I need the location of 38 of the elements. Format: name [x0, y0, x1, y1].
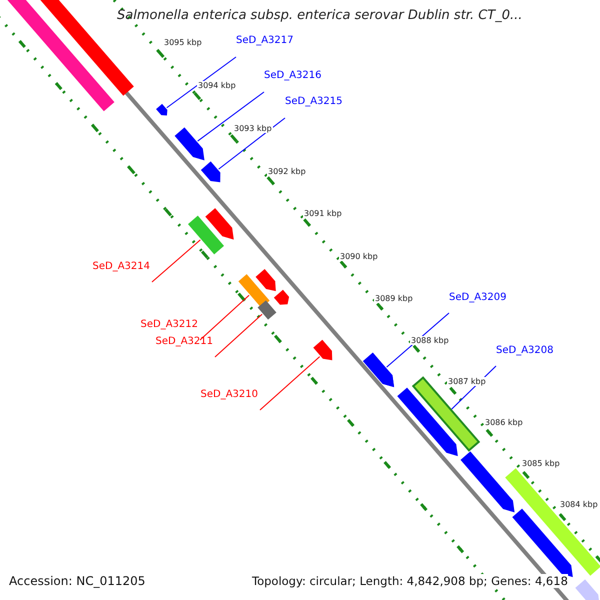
gene-label: SeD_A3217 — [236, 35, 294, 46]
leader-line — [197, 92, 264, 142]
gene-block — [156, 104, 168, 116]
gene-block — [188, 216, 224, 254]
gene-block — [238, 274, 270, 308]
scale-label: 3088 kbp — [410, 336, 450, 345]
scale-label: 3086 kbp — [484, 418, 524, 427]
leader-line — [218, 118, 286, 170]
leader-line — [260, 356, 320, 410]
leader-line — [166, 56, 236, 108]
scale-label: 3095 kbp — [163, 38, 203, 47]
scale-label: 3085 kbp — [521, 459, 561, 468]
scale-label: 3089 kbp — [374, 294, 414, 303]
scale-label: 3090 kbp — [339, 252, 379, 261]
scale-label: 3094 kbp — [197, 81, 237, 90]
genome-info-text: Topology: circular; Length: 4,842,908 bp; Genes: 4,618 — [252, 574, 568, 588]
gene-label: SeD_A3211 — [156, 336, 213, 347]
gene-label: SeD_A3208 — [496, 345, 554, 356]
scale-label: 3084 kbp — [559, 500, 599, 509]
gene-label: SeD_A3209 — [449, 292, 506, 303]
gene-label: SeD_A3216 — [264, 70, 322, 81]
gene-block — [174, 127, 204, 160]
gene-label: SeD_A3210 — [200, 389, 258, 400]
scale-label: 3092 kbp — [267, 167, 307, 176]
leader-line — [200, 294, 250, 340]
scale-label: 3093 kbp — [233, 124, 273, 133]
title-text: Salmonella enterica subsp. enterica serovar Dublin str. CT_0... — [117, 8, 522, 23]
gene-block — [258, 300, 276, 320]
gene-label: SeD_A3214 — [92, 261, 150, 272]
leader-line — [214, 314, 263, 358]
gene-label: SeD_A3212 — [140, 319, 198, 330]
gene-label: SeD_A3215 — [285, 96, 342, 107]
scale-label: 3087 kbp — [447, 377, 487, 386]
scale-label: 3091 kbp — [303, 209, 343, 218]
gene-block — [313, 340, 332, 360]
gene-block — [200, 161, 220, 182]
accession-text: Accession: NC_011205 — [9, 574, 146, 588]
leader-line — [152, 239, 201, 282]
